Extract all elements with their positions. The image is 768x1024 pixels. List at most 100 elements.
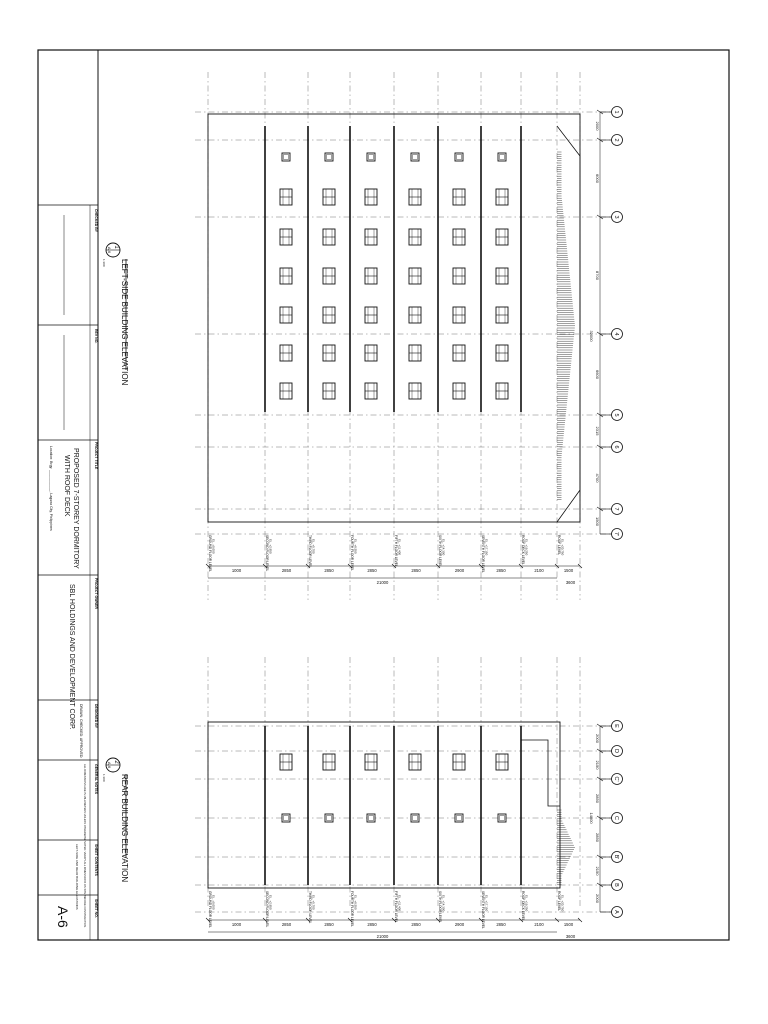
project-title-line-2: WITH ROOF DECK — [63, 455, 70, 517]
label-project-title: PROJECT TITLE — [94, 442, 98, 470]
grid-spacing-label-group: 2000 — [595, 894, 600, 904]
level-spacing-label: 1500 — [564, 922, 574, 927]
grid-dimension-tick — [596, 854, 604, 860]
level-elevation-group: EL. +5.700 — [312, 895, 316, 910]
level-dimension-tick — [262, 917, 268, 923]
grid-spacing-label: 2150 — [595, 867, 600, 877]
level-name: SECOND FLOOR LEVEL — [265, 535, 269, 572]
window-small-pane — [283, 154, 289, 160]
grid-bubble — [611, 134, 623, 146]
grid-spacing-label: 2850 — [595, 794, 600, 804]
label-sheet-contents: SHEET CONTENTS — [94, 844, 98, 877]
grid-dimension-tick — [596, 214, 604, 220]
grid-spacing-label: 6000 — [595, 174, 600, 184]
window-small-pane — [326, 154, 332, 160]
level-name-group: SEVENTH FLOOR LEVEL — [481, 535, 485, 573]
grid-spacing-label-group: 6600 — [595, 370, 600, 380]
grid-spacing-label: 2000 — [595, 734, 600, 744]
level-elevation: EL. +2.850 — [269, 895, 273, 910]
label-sheet-no: SHEET NO. — [94, 899, 98, 918]
window-small — [281, 152, 291, 162]
grid-spacing-label: 8700 — [595, 271, 600, 281]
grid-dimension-tick — [596, 748, 604, 754]
level-spacing-label: 1000 — [232, 922, 242, 927]
level-elevation: EL. +8.550 — [354, 895, 358, 910]
grid-bubble-label-group: 7' — [613, 532, 619, 536]
grid-bubble-label-group: 7 — [613, 507, 619, 510]
grid-spacing-label: 1500 — [595, 517, 600, 527]
level-spacing-label: 1500 — [564, 568, 574, 573]
level-name: ROOF DECK LEVEL — [521, 891, 525, 921]
grid-bubble-label-group: 1 — [613, 110, 619, 113]
level-name-group: SIXTH FLOOR LEVEL — [438, 891, 442, 923]
grid-dimension-tick — [596, 776, 604, 782]
grid-bubble-label: 3 — [613, 215, 619, 218]
grid-bubble-label: 1 — [613, 110, 619, 113]
grid-dimension-tick — [596, 137, 604, 143]
level-elevation: EL. +19.250 — [525, 895, 529, 912]
view-2-title: 2 A-6 1:100 REAR BUILDING ELEVATION — [102, 757, 129, 882]
level-name-group: SECOND FLOOR LEVEL — [265, 891, 269, 928]
level-elevation: EL. +2.850 — [269, 539, 273, 554]
level-name: SEVENTH FLOOR LEVEL — [481, 535, 485, 573]
grid-bubble-label: B — [613, 883, 619, 887]
window-small — [410, 152, 420, 162]
level-elevation-group: EL. +20.750 — [561, 895, 565, 912]
level-dimension-tick — [554, 563, 560, 569]
level-spacing-label: 2100 — [534, 568, 544, 573]
level-dimension-tick — [305, 563, 311, 569]
level-spacing-label: 2850 — [282, 568, 292, 573]
window-small-pane — [499, 815, 505, 821]
grid-bubble-label: 5 — [613, 413, 619, 416]
grid-bubble-label-group: D — [613, 749, 619, 753]
level-elevation-group: EL. +2.850 — [269, 895, 273, 910]
grid-bubble — [611, 851, 623, 863]
roof-outline — [521, 739, 560, 807]
view-1-sheet-ref: A-6 — [107, 247, 112, 254]
level-spacing-label: 2900 — [455, 568, 465, 573]
grid-dimension-tick — [596, 882, 604, 888]
level-elevation: EL. ±0.000 — [212, 539, 216, 554]
level-name-group: GROUND FLOOR LEVEL — [208, 535, 212, 572]
view-2-heading: REAR BUILDING ELEVATION — [120, 774, 129, 882]
grid-bubble-label-group: 3 — [613, 215, 619, 218]
window-small-pane — [368, 154, 374, 160]
grid-bubble-label: C — [613, 816, 619, 820]
level-spacing-label: 2850 — [324, 568, 334, 573]
grid-bubble — [611, 528, 623, 540]
grid-dimension-tick — [596, 109, 604, 115]
grid-dimension-tick — [596, 331, 604, 337]
window-small — [454, 813, 464, 823]
level-spacing-label: 2900 — [455, 922, 465, 927]
grid-bubble-label: C' — [613, 776, 619, 781]
roof-outline — [556, 125, 581, 523]
grid-bubble-label-group: C' — [613, 776, 619, 781]
level-dimension-tick — [347, 917, 353, 923]
level-name: SIXTH FLOOR LEVEL — [438, 891, 442, 923]
level-elevation-group: EL. +17.150 — [485, 895, 489, 912]
grid-spacing-label-group: 2150 — [595, 867, 600, 877]
level-name-group: GROUND FLOOR LEVEL — [208, 891, 212, 928]
window-small — [324, 813, 334, 823]
grid-bubble — [611, 211, 623, 223]
level-elevation: EL. +17.150 — [485, 539, 489, 556]
grid-spacing-label: 4700 — [595, 474, 600, 484]
window-small — [497, 152, 507, 162]
overall-height-label: 21000 — [377, 934, 389, 939]
level-elevation-group: EL. +19.250 — [525, 895, 529, 912]
level-elevation: EL. +14.300 — [442, 539, 446, 556]
level-elevation-group: EL. +8.550 — [354, 539, 358, 554]
level-name-group: ROOF DECK LEVEL — [521, 891, 525, 921]
level-elevation-group: EL. ±0.000 — [212, 539, 216, 554]
overall-grid-dimension: 32000 — [589, 330, 594, 342]
level-elevation-group: EL. +11.400 — [398, 895, 402, 911]
level-spacing-label: 2850 — [324, 922, 334, 927]
grid-bubble-label: 6 — [613, 445, 619, 448]
level-name: FIFTH FLOOR LEVEL — [394, 535, 398, 567]
general-notes: ALL DIMENSIONS ARE IN MILLIMETERS UNLESS… — [83, 764, 87, 928]
level-elevation: EL. +20.750 — [561, 539, 565, 556]
grid-spacing-label-group: 1500 — [595, 517, 600, 527]
window-small-pane — [412, 815, 418, 821]
level-spacing-label: 2850 — [411, 922, 421, 927]
level-spacing-label: 2100 — [534, 922, 544, 927]
